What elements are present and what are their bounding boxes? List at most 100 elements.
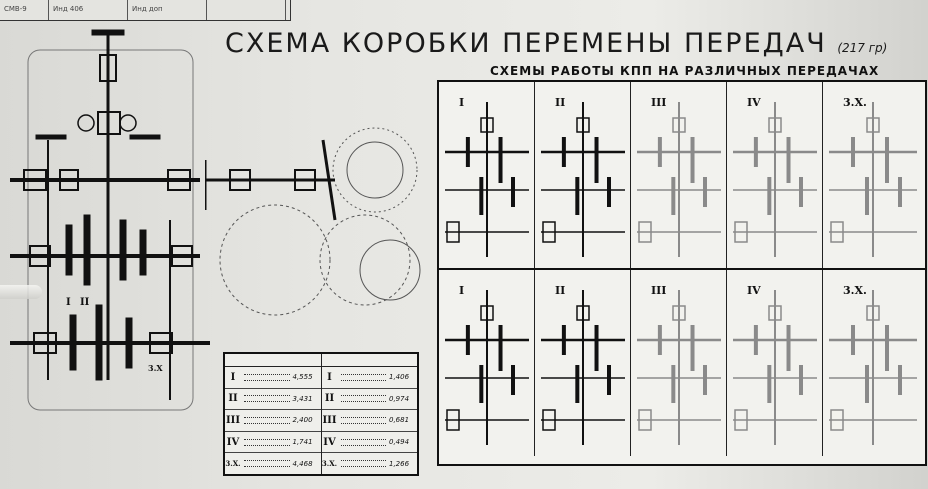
gear-cell: IV: [226, 436, 240, 448]
schematic-bearing: [734, 409, 748, 431]
schematic-bearing: [480, 305, 494, 321]
schematic-bearing: [638, 221, 652, 243]
ratio-cell: 1,406: [389, 373, 410, 382]
schematic-gear: [851, 137, 855, 167]
formula-cell: [340, 438, 386, 446]
gear: [95, 304, 103, 381]
formula-cell: [340, 373, 386, 381]
schematic-bearing: [542, 409, 556, 431]
schematic-gear: [479, 365, 484, 403]
schematic-gear: [657, 137, 662, 167]
bearing: [29, 245, 51, 267]
panel-schematic: [733, 290, 817, 445]
schematic-gear: [575, 177, 580, 215]
stamp-cell: СМВ-9: [0, 0, 49, 20]
panel-gear-label: 3.Х.: [843, 96, 867, 109]
table-header: [321, 354, 417, 367]
panel-schematic: [637, 102, 721, 257]
bevel-gear: [77, 114, 95, 132]
formula-cell: [340, 460, 386, 468]
gear-label: 3.Х: [148, 363, 163, 373]
gear-panel-bottom-4: IV: [727, 270, 823, 456]
gear-cell: II: [228, 393, 238, 405]
gear-panel-bottom-5: 3.Х.: [823, 270, 923, 456]
panel-gear-label: I: [459, 96, 465, 109]
bevel-gear: [119, 114, 137, 132]
schematic-gear: [498, 137, 503, 183]
gear-panel-top-3: III: [631, 82, 727, 268]
schematic-bearing: [576, 305, 590, 321]
formula-cell: [244, 373, 290, 381]
schematic-gear: [865, 177, 869, 215]
gearbox-kinematic-diagram: I II 3.Х: [10, 29, 210, 411]
gear-pitch-circle: [346, 141, 404, 199]
panel-schematic: [637, 290, 721, 445]
gear-pitch-circle: [219, 204, 331, 316]
table-row: 3.Х.4,468: [225, 453, 321, 474]
schematic-bearing: [542, 221, 556, 243]
schematic-gear: [703, 177, 707, 207]
schematic-bearing: [446, 221, 460, 243]
schematic-gear: [575, 365, 580, 403]
schematic-gear: [690, 325, 695, 371]
gear-panel-top-5: 3.Х.: [823, 82, 923, 268]
bearing: [33, 332, 57, 354]
table-header: [225, 354, 321, 367]
schematic-gear: [607, 365, 611, 395]
gear-panel-top-4: IV: [727, 82, 823, 268]
ratio-cell: 0,681: [389, 416, 410, 425]
formula-cell: [244, 395, 290, 403]
schematic-gear: [799, 365, 803, 395]
schematic-gear: [799, 177, 803, 207]
schematic-bearing: [446, 409, 460, 431]
schematic-bearing: [830, 409, 844, 431]
panel-gear-label: II: [555, 96, 566, 109]
title-note: (217 гр): [837, 41, 888, 55]
schematic-gear: [753, 137, 758, 167]
schematic-gear: [767, 365, 772, 403]
schematic-gear: [786, 137, 791, 183]
formula-cell: [244, 416, 290, 424]
gear-panel-top-1: I: [439, 82, 535, 268]
bearing: [23, 169, 47, 191]
formula-cell: [340, 416, 386, 424]
schematic-gear: [865, 365, 869, 403]
schematic-gear: [561, 137, 566, 167]
gear-operation-grid: I II III IV 3.Х. I II III IV 3.Х.: [437, 80, 927, 466]
page-title: СХЕМА КОРОБКИ ПЕРЕМЕНЫ ПЕРЕДАЧ (217 гр): [225, 28, 887, 59]
stamp-cell: [207, 0, 286, 20]
gear: [65, 224, 73, 276]
schematic-gear: [657, 325, 662, 355]
bearing: [167, 169, 191, 191]
bearing: [171, 245, 193, 267]
shaft-group: [10, 29, 210, 400]
schematic-gear: [671, 177, 676, 215]
schematic-bearing: [672, 117, 686, 133]
schematic-gear: [465, 137, 470, 167]
schematic-gear: [703, 365, 707, 395]
gear: [69, 314, 77, 371]
schematic-gear: [885, 137, 889, 183]
table-row: 3.Х.1,266: [322, 453, 418, 474]
row-divider: [439, 268, 925, 270]
panel-schematic: [733, 102, 817, 257]
panels-subtitle: СХЕМЫ РАБОТЫ КПП НА РАЗЛИЧНЫХ ПЕРЕДАЧАХ: [490, 64, 880, 78]
panel-schematic: [445, 290, 529, 445]
gear-panel-bottom-1: I: [439, 270, 535, 456]
ratio-cell: 3,431: [292, 394, 313, 403]
gear-mesh-diagram: [205, 127, 421, 316]
schematic-bearing: [768, 305, 782, 321]
top-bearing: [99, 54, 117, 82]
gear-pitch-circle: [332, 127, 418, 213]
title-text: СХЕМА КОРОБКИ ПЕРЕМЕНЫ ПЕРЕДАЧ: [225, 28, 827, 59]
gear-cell: 3.Х.: [321, 459, 338, 469]
panel-gear-label: IV: [747, 284, 761, 297]
panel-gear-label: III: [651, 284, 667, 297]
ratio-cell: 4,468: [292, 459, 313, 468]
formula-cell: [244, 460, 290, 468]
